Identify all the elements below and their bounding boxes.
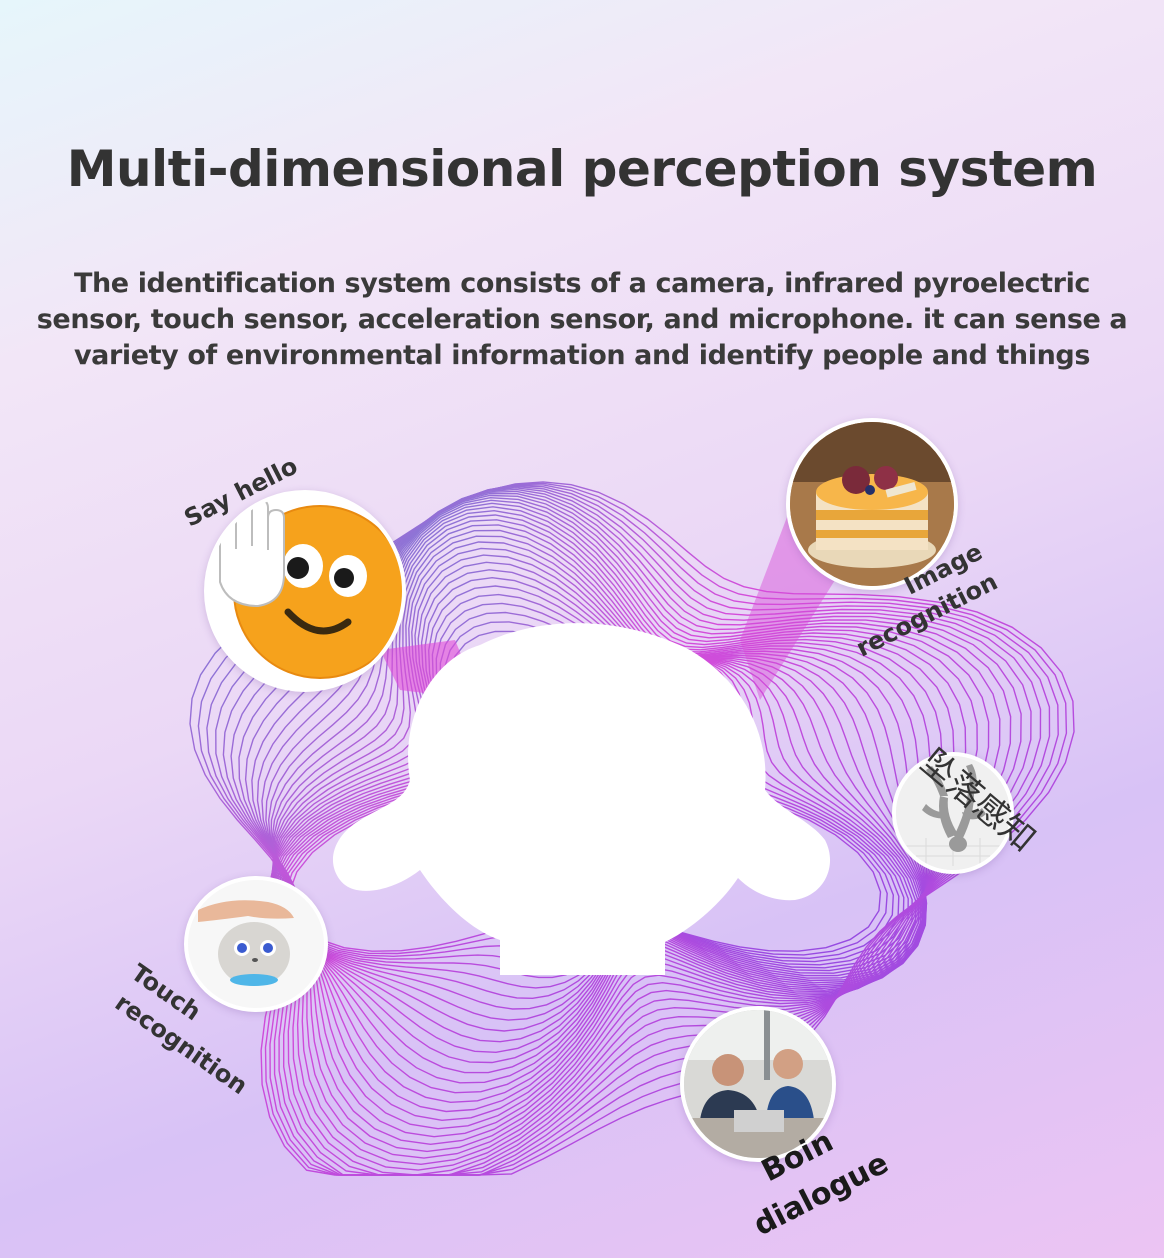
cake-photo (790, 422, 954, 586)
wave-line (270, 506, 943, 1138)
say-hello-circle (204, 490, 406, 692)
page-title: Multi-dimensional perception system (66, 140, 1098, 198)
touch-recognition-circle (184, 876, 328, 1012)
page-description: The identification system consists of a … (36, 268, 1128, 371)
wave-line (271, 509, 931, 1130)
wave-line (256, 494, 990, 1166)
wave-line (267, 502, 955, 1146)
wave-line (261, 496, 978, 1159)
robot-silhouette (332, 623, 831, 975)
fall-perception-circle (892, 752, 1014, 874)
hand-petting-robot-photo (188, 880, 324, 1008)
wave-line (265, 499, 967, 1153)
image-recognition-circle (786, 418, 958, 590)
smiley-waving-hand-icon (219, 498, 402, 679)
falling-figure-icon (896, 756, 1010, 870)
wave-line (272, 514, 927, 1122)
wave-line (251, 493, 1001, 1171)
